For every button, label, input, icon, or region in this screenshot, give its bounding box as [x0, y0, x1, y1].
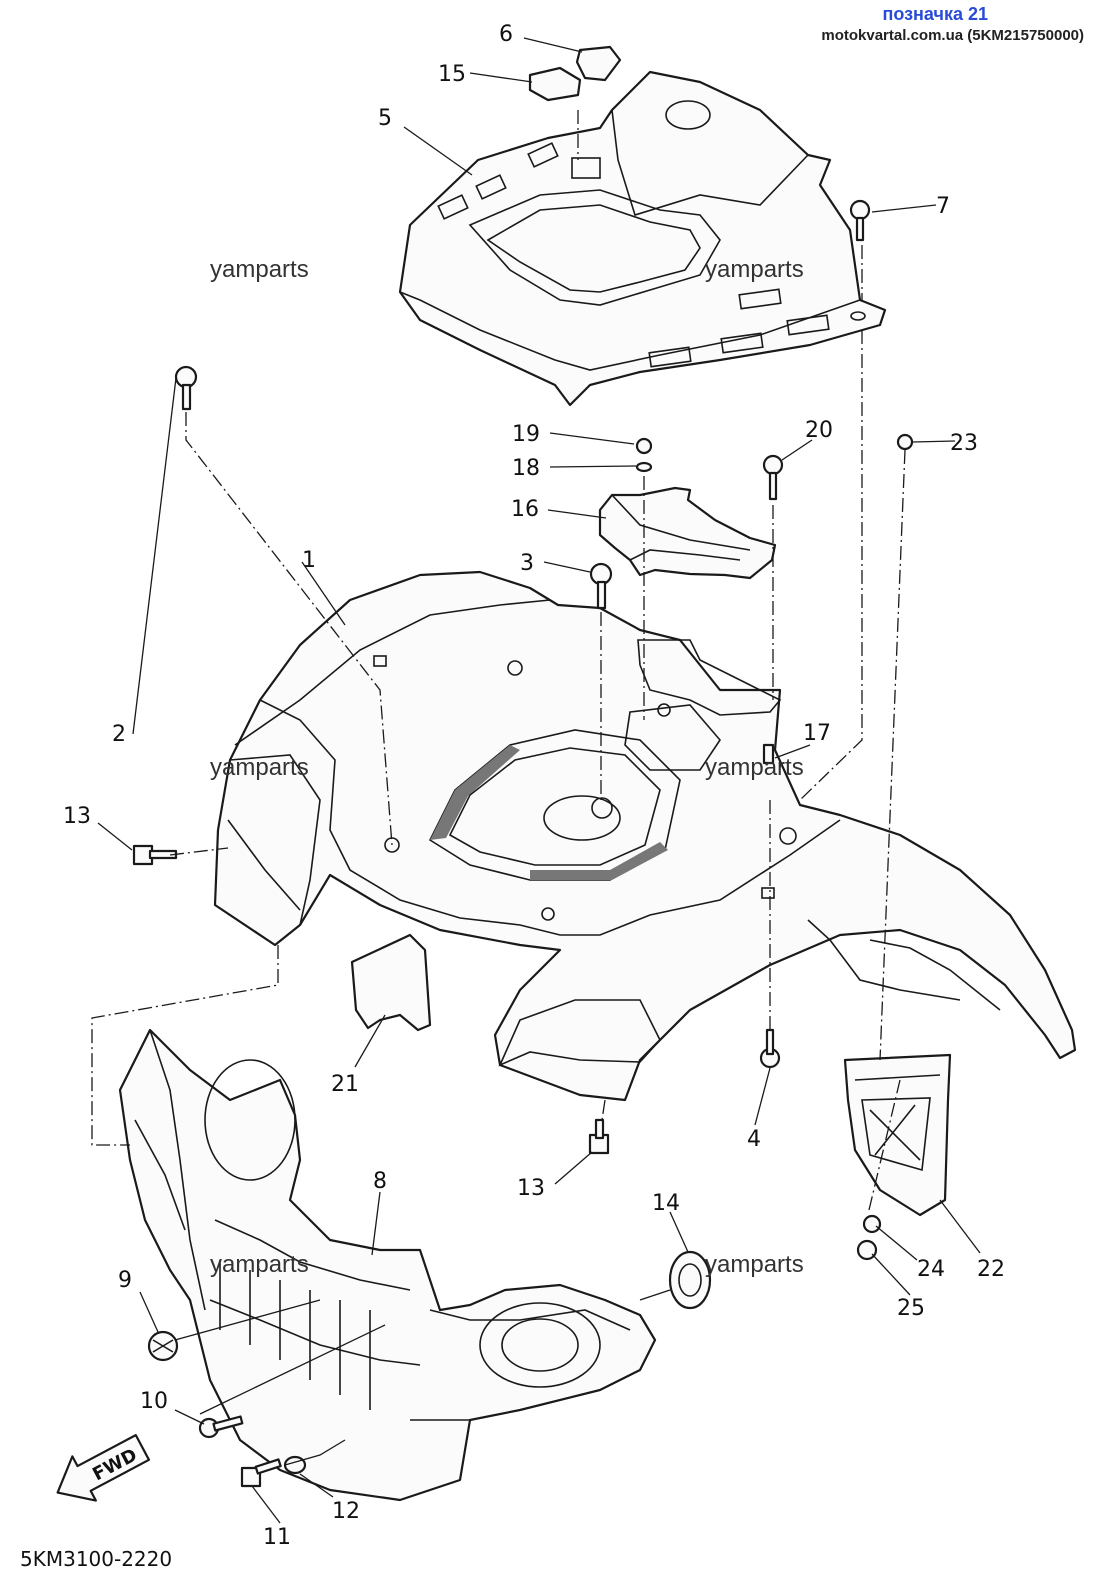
callout-1: 1	[302, 548, 316, 573]
watermark-1: yamparts	[210, 256, 309, 283]
callout-25: 25	[897, 1296, 925, 1321]
callout-13a: 13	[63, 804, 91, 829]
fwd-direction-arrow: FWD	[56, 1434, 151, 1502]
callout-7: 7	[936, 194, 950, 219]
watermark-6: yamparts	[705, 1251, 804, 1278]
callout-20: 20	[805, 418, 833, 443]
callout-24: 24	[917, 1257, 945, 1282]
callout-10: 10	[140, 1389, 168, 1414]
watermark-4: yamparts	[705, 754, 804, 781]
watermark-3: yamparts	[210, 754, 309, 781]
part-inner-guard	[843, 1053, 952, 1217]
callout-labels: 1 2 3 4 5 6 7 8 9 10 11 12 13 13 14 15 1…	[63, 22, 1005, 1550]
part-top-cover	[398, 70, 887, 407]
leader-lines	[91, 37, 981, 1524]
page-header: позначка 21 motokvartal.com.ua (5KM21575…	[821, 4, 1084, 44]
page-title: позначка 21	[882, 4, 988, 24]
part-rear-fender	[213, 570, 1077, 1102]
callout-21: 21	[331, 1072, 359, 1097]
callout-9: 9	[118, 1268, 132, 1293]
callout-23: 23	[950, 431, 978, 456]
source-caption: motokvartal.com.ua (5KM215750000)	[821, 27, 1084, 44]
callout-3: 3	[520, 551, 534, 576]
callout-19: 19	[512, 422, 540, 447]
callout-16: 16	[511, 497, 539, 522]
callout-4: 4	[747, 1127, 761, 1152]
callout-15: 15	[438, 62, 466, 87]
callout-2: 2	[112, 722, 126, 747]
callout-6: 6	[499, 22, 513, 47]
callout-18: 18	[512, 456, 540, 481]
watermark-2: yamparts	[705, 256, 804, 283]
callout-12: 12	[332, 1499, 360, 1524]
diagram-code: 5KM3100-2220	[20, 1547, 172, 1571]
part-bracket	[598, 486, 777, 580]
callout-14: 14	[652, 1191, 680, 1216]
callout-13b: 13	[517, 1176, 545, 1201]
callout-5: 5	[378, 106, 392, 131]
callout-11: 11	[263, 1525, 291, 1550]
watermark-5: yamparts	[210, 1251, 309, 1278]
part-front-fender	[118, 1028, 657, 1502]
callout-22: 22	[977, 1257, 1005, 1282]
callout-8: 8	[373, 1169, 387, 1194]
callout-17: 17	[803, 721, 831, 746]
part-mud-flap	[350, 933, 432, 1032]
